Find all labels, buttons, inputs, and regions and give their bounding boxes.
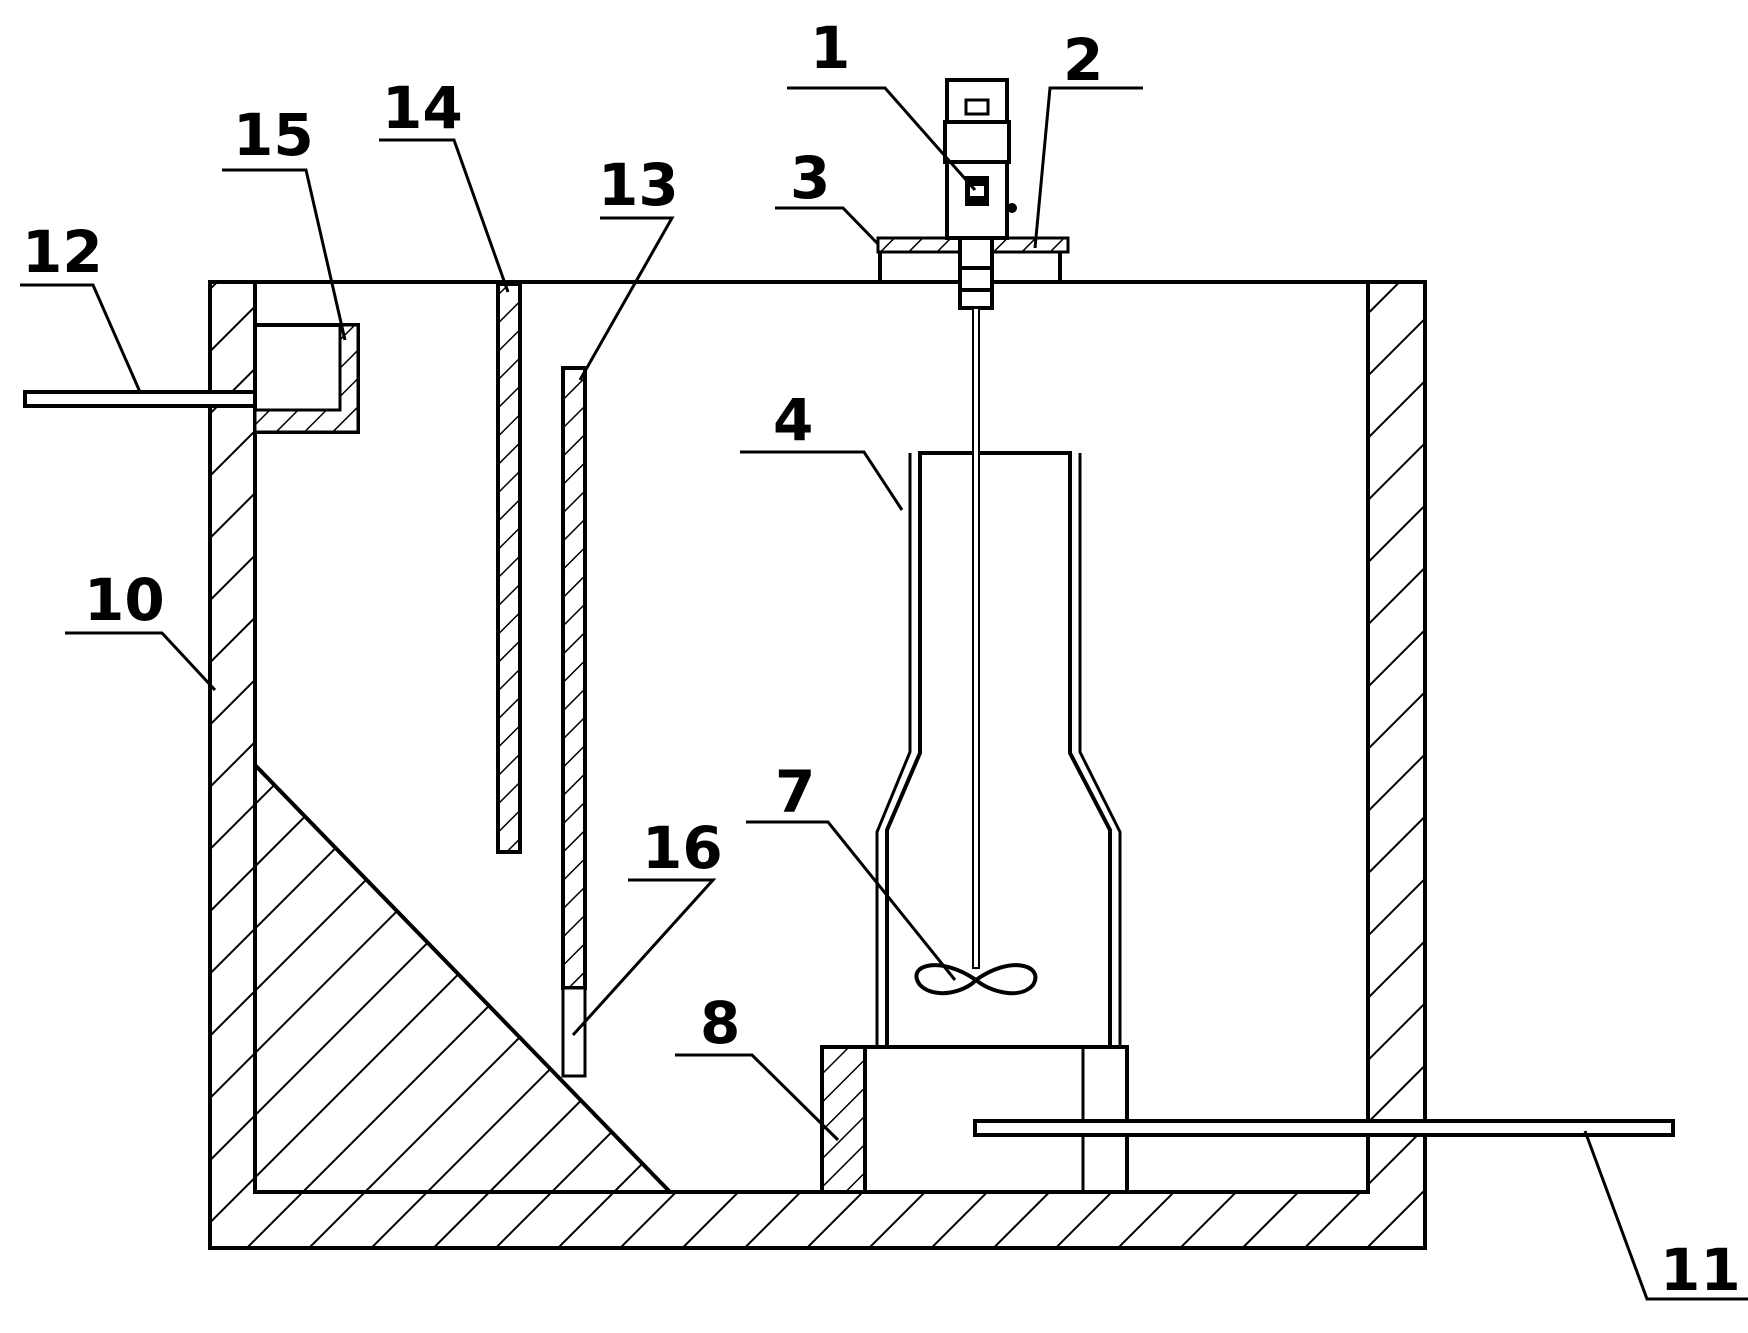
label-13: 13 — [598, 151, 679, 219]
motor-coupling — [958, 236, 994, 310]
impeller — [914, 963, 1038, 996]
inlet-box-wall — [253, 323, 360, 434]
label-7: 7 — [775, 758, 815, 826]
leader-16 — [571, 878, 717, 1037]
label-10: 10 — [84, 566, 165, 634]
label-3: 3 — [790, 144, 830, 212]
support-frame — [872, 240, 1068, 284]
leader-15 — [222, 168, 347, 341]
baffle-plate — [496, 282, 522, 854]
leader-10 — [65, 631, 217, 692]
motor-neck — [943, 120, 1011, 164]
leader-11 — [1583, 1130, 1748, 1301]
leader-3 — [775, 206, 880, 246]
label-11: 11 — [1660, 1236, 1741, 1304]
label-4: 4 — [773, 386, 813, 454]
label-15: 15 — [233, 101, 314, 169]
label-8: 8 — [700, 989, 740, 1057]
leader-2 — [1033, 86, 1143, 249]
leader-1 — [787, 86, 977, 191]
motor-top-detail — [964, 98, 990, 116]
reaction-cylinder-outer — [875, 453, 912, 1050]
label-1: 1 — [810, 14, 850, 82]
inlet-pipe — [23, 390, 257, 408]
reaction-cylinder — [885, 451, 1112, 1050]
reaction-cylinder-outer-right — [1078, 453, 1122, 1050]
motor-window-inner — [970, 186, 984, 196]
leader-4 — [740, 450, 904, 511]
leader-12 — [20, 283, 142, 393]
base-block-wall — [820, 1045, 867, 1194]
leader-8 — [675, 1053, 840, 1142]
label-14: 14 — [382, 74, 463, 142]
outlet-pipe — [973, 1119, 1675, 1137]
motor-knob — [1007, 203, 1017, 213]
stirring-shaft — [972, 307, 980, 969]
leader-14 — [379, 138, 510, 293]
sludge-hopper — [253, 760, 675, 1194]
leader-13 — [578, 216, 675, 381]
leader-7 — [746, 820, 957, 981]
label-2: 2 — [1063, 26, 1103, 94]
partition-wall — [561, 366, 587, 990]
label-12: 12 — [22, 218, 103, 286]
label-16: 16 — [642, 814, 723, 882]
